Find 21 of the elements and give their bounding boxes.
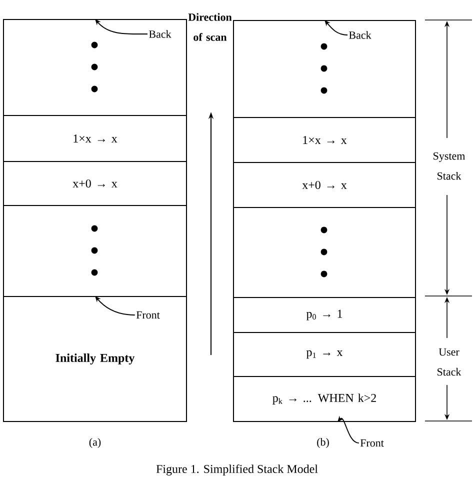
dimension-label: User Stack: [438, 348, 462, 376]
scan-direction-label: Direction of scan: [188, 13, 232, 41]
stack-cell: x+0 → x: [3, 161, 187, 206]
stack-cell: p$_{1}$ → x: [233, 332, 416, 377]
dimension-label: System Stack: [434, 152, 466, 180]
stack-cell: 1×x → x: [3, 115, 187, 162]
stack-cell: [3, 205, 187, 297]
pointer-label: Back: [349, 31, 372, 39]
pointer-label: Back: [149, 30, 172, 38]
stack-cell: 1×x → x: [233, 117, 416, 163]
pointer-label: Front: [136, 311, 160, 319]
caption: Figure 1. Simplified Stack Model: [156, 464, 318, 476]
stack-cell: [3, 19, 187, 116]
panel-label: (a): [89, 438, 101, 448]
stack-cell: [233, 207, 416, 298]
panel-label: (b): [317, 438, 329, 448]
stack-cell: p$_{0}$ → 1: [233, 297, 416, 333]
stack-cell: x+0 → x: [233, 162, 416, 208]
stack-cell: [233, 20, 416, 118]
stack-cell: p$_{k}$ → ... WHEN k>2: [233, 376, 416, 422]
pointer-label: Front: [360, 439, 384, 447]
